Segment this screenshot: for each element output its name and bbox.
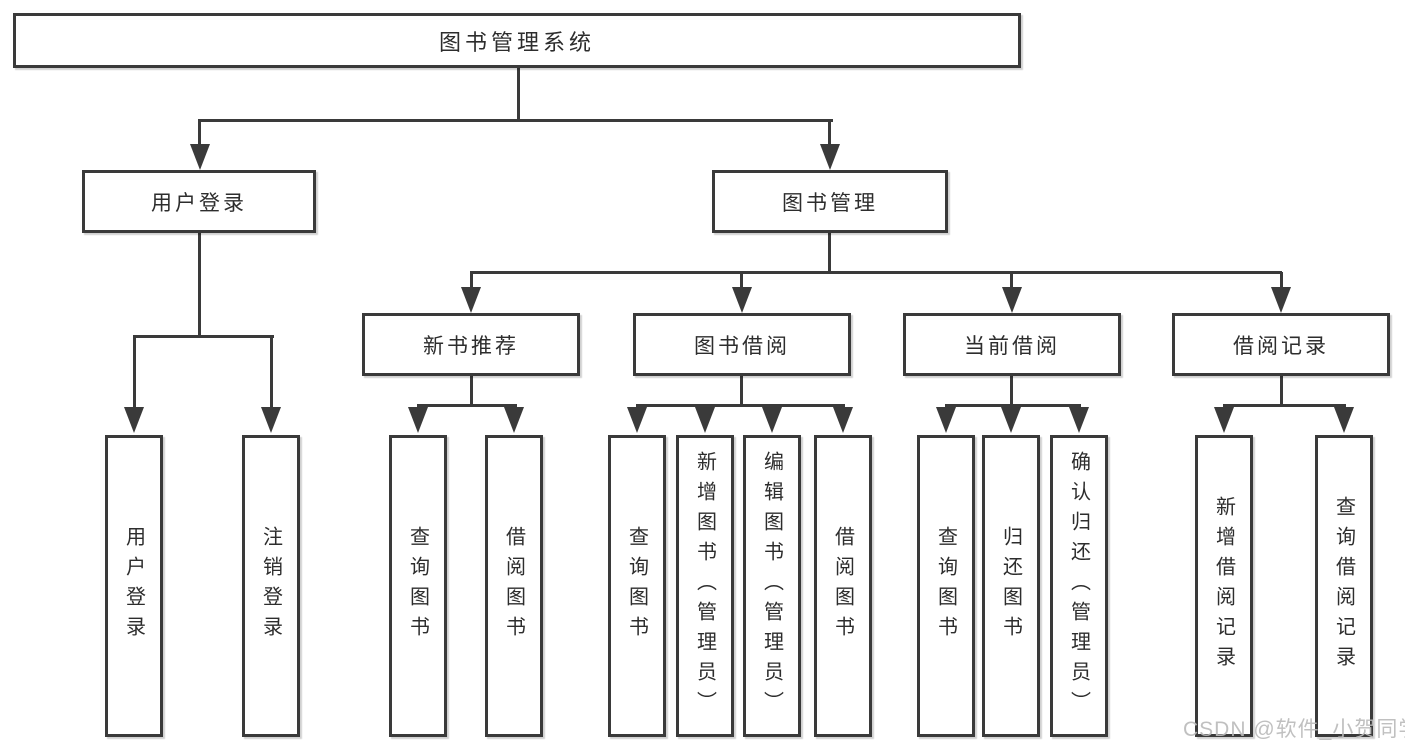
connector-line (1280, 272, 1283, 289)
arrowhead-down-icon (190, 144, 210, 170)
leaf-bb-query-books: 查询图书 (608, 435, 666, 737)
arrowhead-down-icon (695, 407, 715, 433)
node-new-book-recommend: 新书推荐 (362, 313, 580, 376)
node-root: 图书管理系统 (13, 13, 1021, 68)
arrowhead-down-icon (408, 407, 428, 433)
node-book-borrow-label: 图书借阅 (694, 334, 790, 358)
leaf-logout-label: 注销登录 (259, 526, 282, 646)
node-root-label: 图书管理系统 (438, 29, 595, 55)
connector-line (198, 231, 201, 338)
node-book-management-label: 图书管理 (782, 191, 878, 215)
arrowhead-down-icon (627, 407, 647, 433)
connector-line (470, 271, 1282, 274)
connector-line (828, 119, 831, 146)
leaf-br-add-record-label: 新增借阅记录 (1212, 496, 1235, 676)
connector-line (417, 404, 517, 407)
node-user-login-label: 用户登录 (151, 191, 247, 215)
leaf-nb-query-books-label: 查询图书 (406, 526, 429, 646)
arrowhead-down-icon (1271, 287, 1291, 313)
leaf-user-login: 用户登录 (105, 435, 163, 737)
leaf-nb-borrow-books-label: 借阅图书 (502, 526, 525, 646)
connector-line (740, 272, 743, 289)
node-borrow-records-label: 借阅记录 (1233, 334, 1329, 358)
leaf-bb-borrow-books-label: 借阅图书 (831, 526, 854, 646)
connector-line (1223, 404, 1346, 407)
connector-line (740, 376, 743, 407)
leaf-cb-query-books-label: 查询图书 (934, 526, 957, 646)
arrowhead-down-icon (1334, 407, 1354, 433)
connector-line (133, 335, 136, 411)
connector-line (470, 272, 473, 289)
connector-line (828, 231, 831, 274)
connector-line (1010, 272, 1013, 289)
connector-line (133, 335, 274, 338)
leaf-bb-borrow-books: 借阅图书 (814, 435, 872, 737)
arrowhead-down-icon (820, 144, 840, 170)
leaf-bb-query-books-label: 查询图书 (625, 526, 648, 646)
arrowhead-down-icon (504, 407, 524, 433)
arrowhead-down-icon (461, 287, 481, 313)
arrowhead-down-icon (261, 407, 281, 433)
leaf-bb-edit-books-label: 编辑图书（管理员） (760, 451, 783, 721)
connector-line (636, 404, 845, 407)
leaf-cb-return-books: 归还图书 (982, 435, 1040, 737)
arrowhead-down-icon (1214, 407, 1234, 433)
connector-line (270, 335, 273, 411)
leaf-nb-borrow-books: 借阅图书 (485, 435, 543, 737)
connector-line (1010, 376, 1013, 407)
leaf-br-query-record: 查询借阅记录 (1315, 435, 1373, 737)
leaf-bb-edit-books: 编辑图书（管理员） (743, 435, 801, 737)
csdn-watermark: CSDN @软件_小贺同学 (1183, 718, 1405, 741)
arrowhead-down-icon (833, 407, 853, 433)
node-book-borrow: 图书借阅 (633, 313, 851, 376)
leaf-logout: 注销登录 (242, 435, 300, 737)
connector-line (198, 119, 201, 146)
leaf-bb-add-books-label: 新增图书（管理员） (693, 451, 716, 721)
connector-line (1280, 376, 1283, 407)
leaf-bb-add-books: 新增图书（管理员） (676, 435, 734, 737)
leaf-br-add-record: 新增借阅记录 (1195, 435, 1253, 737)
leaf-br-query-record-label: 查询借阅记录 (1332, 496, 1355, 676)
node-user-login: 用户登录 (82, 170, 316, 233)
arrowhead-down-icon (1001, 407, 1021, 433)
arrowhead-down-icon (1002, 287, 1022, 313)
connector-line (945, 404, 1081, 407)
leaf-cb-confirm-return: 确认归还（管理员） (1050, 435, 1108, 737)
leaf-cb-confirm-return-label: 确认归还（管理员） (1067, 451, 1090, 721)
node-new-book-recommend-label: 新书推荐 (423, 334, 519, 358)
node-current-borrow: 当前借阅 (903, 313, 1121, 376)
node-current-borrow-label: 当前借阅 (964, 334, 1060, 358)
node-borrow-records: 借阅记录 (1172, 313, 1390, 376)
leaf-user-login-label: 用户登录 (122, 526, 145, 646)
arrowhead-down-icon (936, 407, 956, 433)
connector-line (198, 119, 833, 122)
leaf-cb-query-books: 查询图书 (917, 435, 975, 737)
arrowhead-down-icon (732, 287, 752, 313)
arrowhead-down-icon (1069, 407, 1089, 433)
leaf-nb-query-books: 查询图书 (389, 435, 447, 737)
leaf-cb-return-books-label: 归还图书 (999, 526, 1022, 646)
node-book-management: 图书管理 (712, 170, 948, 233)
arrowhead-down-icon (124, 407, 144, 433)
connector-line (517, 68, 520, 122)
arrowhead-down-icon (762, 407, 782, 433)
connector-line (470, 376, 473, 407)
